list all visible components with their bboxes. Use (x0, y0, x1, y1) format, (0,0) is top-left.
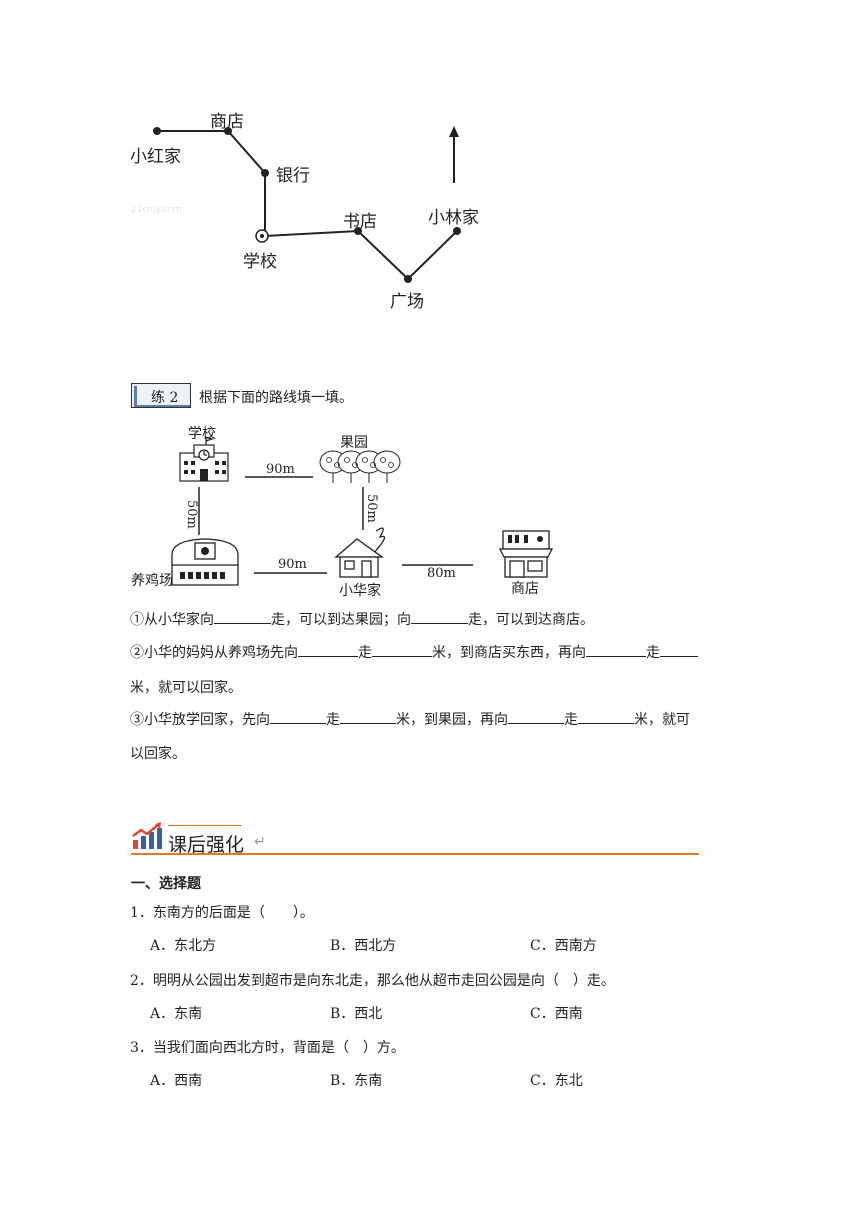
blank[interactable] (270, 722, 326, 724)
place-orchard: 果园 (340, 435, 368, 451)
question-2-cont: 米，就可以回家。 (130, 680, 242, 696)
mc-question-1: 1．东南方的后面是（ ）。 (130, 905, 314, 921)
question-3-cont: 以回家。 (130, 746, 186, 762)
label-shop: 商店 (210, 112, 244, 132)
section-top-line (168, 825, 242, 826)
point-square (404, 275, 412, 283)
question-2: ②小华的妈妈从养鸡场先向走米，到商店买东西，再向走 (130, 642, 698, 662)
return-mark-icon: ↵ (254, 834, 266, 850)
label-xiaohong-home: 小红家 (130, 147, 181, 167)
badge-label: 练 2 (151, 390, 179, 406)
blank[interactable] (660, 655, 698, 657)
question-1: ①从小华家向走，可以到达果园；向走，可以到达商店。 (130, 612, 594, 628)
route-diagram (171, 436, 554, 586)
label-square: 广场 (390, 292, 424, 312)
orchard-icon (319, 450, 401, 483)
house-icon (334, 527, 386, 578)
blank[interactable] (340, 722, 396, 724)
point-bank (261, 169, 269, 177)
blank[interactable] (214, 622, 271, 624)
practice-badge: 练 2 (131, 383, 191, 408)
option-a[interactable]: A．东南 (150, 1006, 203, 1022)
option-c[interactable]: C．西南 (530, 1006, 583, 1022)
place-shop: 商店 (511, 581, 539, 597)
point-shop (224, 127, 232, 135)
dist-orchard-home: 50m (364, 494, 379, 523)
label-bank: 银行 (276, 166, 310, 186)
section-title: 课后强化 (168, 834, 245, 856)
watermark: 21cnjy.com (131, 205, 182, 215)
blank[interactable] (578, 722, 634, 724)
option-c[interactable]: C．西南方 (530, 938, 597, 954)
school-icon (179, 436, 229, 482)
option-a[interactable]: A．西南 (150, 1073, 203, 1089)
option-b[interactable]: B．西北 (330, 1006, 383, 1022)
question-3: ③小华放学回家，先向走米，到果园，再向走米，就可 (130, 712, 690, 728)
blank[interactable] (411, 622, 468, 624)
point-xiaohong-home (153, 127, 161, 135)
point-bookstore (354, 227, 362, 235)
dist-school-farm: 50m (184, 500, 199, 529)
label-bookstore: 书店 (343, 212, 377, 232)
dist-school-orchard: 90m (266, 462, 295, 477)
route-map (153, 126, 461, 283)
blank[interactable] (508, 722, 564, 724)
option-a[interactable]: A．东北方 (150, 938, 217, 954)
place-chicken-farm: 养鸡场 (131, 573, 173, 589)
section-subtitle: 一、选择题 (131, 876, 201, 892)
place-school: 学校 (188, 426, 216, 442)
option-b[interactable]: B．东南 (330, 1073, 383, 1089)
dist-farm-home: 90m (278, 557, 307, 572)
point-xiaolin-home (453, 227, 461, 235)
option-b[interactable]: B．西北方 (330, 938, 397, 954)
place-xiaohua-home: 小华家 (339, 583, 381, 599)
growth-chart-icon (132, 822, 162, 849)
shop-icon (498, 530, 554, 578)
blank[interactable] (372, 655, 432, 657)
label-school: 学校 (243, 252, 277, 272)
mc-question-2: 2．明明从公园出发到超市是向东北走，那么他从超市走回公园是向（ ）走。 (130, 973, 615, 989)
dist-home-shop: 80m (427, 566, 456, 581)
practice-instruction: 根据下面的路线填一填。 (199, 390, 353, 406)
blank[interactable] (298, 655, 358, 657)
blank[interactable] (586, 655, 646, 657)
option-c[interactable]: C．东北 (530, 1073, 583, 1089)
mc-question-3: 3．当我们面向西北方时，背面是（ ）方。 (130, 1040, 405, 1056)
label-xiaolin-home: 小林家 (428, 208, 479, 228)
north-arrow-icon (449, 126, 459, 137)
section-underline (131, 853, 699, 855)
